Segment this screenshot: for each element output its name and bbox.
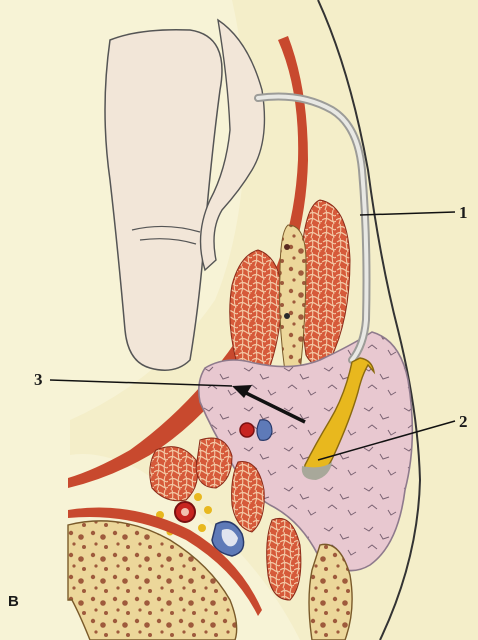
callout-label-2: 2 xyxy=(459,412,468,431)
small-vessel-dot xyxy=(284,244,290,250)
lymph-node xyxy=(204,506,212,514)
pelvic-bone xyxy=(68,521,237,640)
artery-lumen xyxy=(181,508,189,516)
bone-column xyxy=(280,225,306,376)
muscle-block-lower-left xyxy=(150,447,198,501)
lymph-node xyxy=(194,493,202,501)
small-vessel-dot xyxy=(284,313,290,319)
callout-label-3: 3 xyxy=(34,370,43,389)
artery-small xyxy=(240,423,254,437)
panel-letter: B xyxy=(8,593,19,610)
vein-small xyxy=(257,420,272,441)
callout-label-1: 1 xyxy=(459,203,468,222)
lymph-node xyxy=(198,524,206,532)
